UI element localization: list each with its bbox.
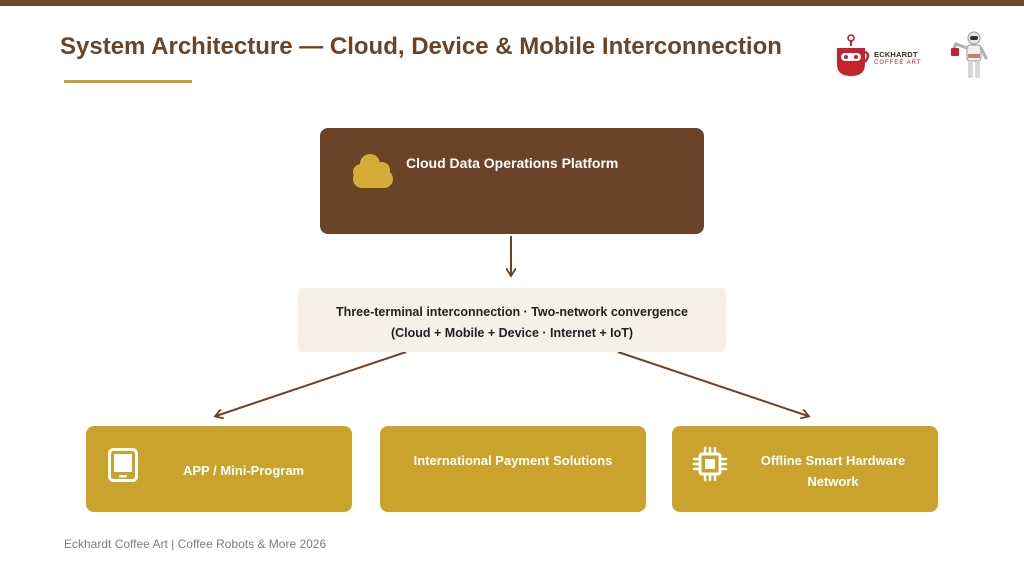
tablet-icon xyxy=(108,448,138,482)
robot-figure-image xyxy=(951,31,988,78)
hardware-label-line-1: Offline Smart Hardware xyxy=(760,453,906,468)
title-underline xyxy=(64,80,192,83)
chip-icon xyxy=(692,446,728,482)
cloud-icon xyxy=(353,154,393,188)
arrow-center-to-app xyxy=(216,351,407,416)
robot-cup-logo-icon xyxy=(837,34,870,76)
slide-title: System Architecture — Cloud, Device & Mo… xyxy=(60,33,782,60)
slide-footer: Eckhardt Coffee Art | Coffee Robots & Mo… xyxy=(64,537,327,551)
arrow-center-to-hardware xyxy=(617,351,808,416)
cloud-platform-label: Cloud Data Operations Platform xyxy=(406,155,619,171)
convergence-line-1: Three-terminal interconnection · Two-net… xyxy=(336,305,688,319)
payment-node-label: International Payment Solutions xyxy=(413,453,613,468)
convergence-box: Three-terminal interconnection · Two-net… xyxy=(298,288,726,352)
hardware-node-box xyxy=(672,426,938,512)
hardware-label-line-2: Network xyxy=(807,474,859,489)
top-accent-bar xyxy=(0,0,1024,6)
logo-brand-text: ECKHARDT xyxy=(874,50,918,59)
app-node-label: APP / Mini-Program xyxy=(183,463,305,478)
convergence-line-2: (Cloud + Mobile + Device · Internet + Io… xyxy=(390,326,634,340)
brand-logo: ECKHARDT COFFEE ART xyxy=(834,34,934,82)
logo-sub-text: COFFEE ART xyxy=(874,60,922,66)
hardware-node-label: Offline Smart Hardware Network xyxy=(748,450,918,492)
payment-node-box xyxy=(380,426,646,512)
